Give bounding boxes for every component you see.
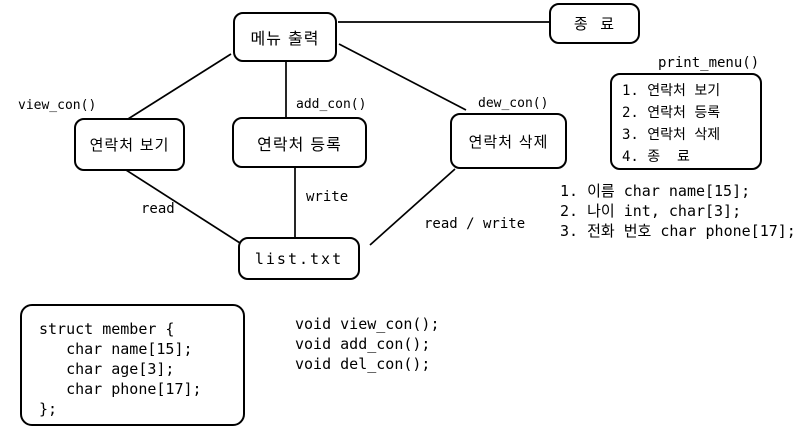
field-note-line: 3. 전화 번호 char phone[17]; <box>560 222 796 240</box>
struct-code-line: }; <box>39 400 58 418</box>
edge-menu-to-view <box>127 53 232 120</box>
menu-item: 2. 연락처 등록 <box>622 105 721 121</box>
label-add-con: add_con() <box>296 97 367 112</box>
prototype-line: void del_con(); <box>295 355 431 373</box>
prototype-line: void add_con(); <box>295 335 431 353</box>
edge-view-to-file <box>125 169 241 244</box>
label-read-write: read / write <box>424 216 526 232</box>
prototypes-block: void view_con(); void add_con(); void de… <box>295 314 440 374</box>
menu-item: 3. 연락처 삭제 <box>622 127 721 143</box>
menu-item: 4. 종 료 <box>622 149 690 165</box>
struct-member-box: struct member { char name[15]; char age[… <box>20 304 245 426</box>
node-add-contacts: 연락처 등록 <box>232 117 367 168</box>
label-print-menu: print_menu() <box>658 55 760 71</box>
menu-item: 1. 연락처 보기 <box>622 83 721 99</box>
struct-code-line: char name[15]; <box>39 340 193 358</box>
node-delete-contacts: 연락처 삭제 <box>450 113 567 169</box>
label-write: write <box>306 189 349 205</box>
struct-code-line: struct member { <box>39 320 175 338</box>
edge-menu-to-delete <box>338 43 467 111</box>
field-note-line: 2. 나이 int, char[3]; <box>560 202 742 220</box>
label-view-con: view_con() <box>18 98 97 113</box>
node-menu-print: 메뉴 출력 <box>233 12 337 62</box>
struct-code-line: char age[3]; <box>39 360 175 378</box>
prototype-line: void view_con(); <box>295 315 440 333</box>
print-menu-box: 1. 연락처 보기 2. 연락처 등록 3. 연락처 삭제 4. 종 료 <box>610 73 762 170</box>
node-exit: 종 료 <box>549 3 640 44</box>
field-note-line: 1. 이름 char name[15]; <box>560 182 751 200</box>
edge-delete-to-file <box>369 168 456 246</box>
label-dew-con: dew_con() <box>478 96 549 111</box>
label-read: read <box>141 201 175 217</box>
field-notes-block: 1. 이름 char name[15]; 2. 나이 int, char[3];… <box>560 181 796 241</box>
struct-code-line: char phone[17]; <box>39 380 202 398</box>
node-list-txt-file: list.txt <box>238 237 360 280</box>
node-view-contacts: 연락처 보기 <box>74 118 185 171</box>
